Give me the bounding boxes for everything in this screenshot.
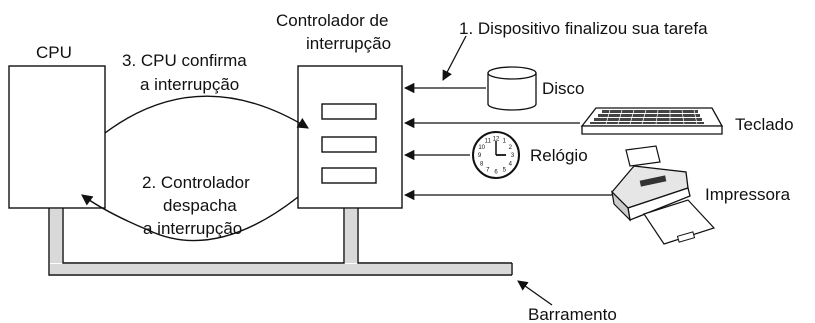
clock-numeral: 6 [494,170,498,176]
step3-label-line1: 3. CPU confirma [122,51,247,70]
clock-label: Relógio [530,146,588,165]
cpu-box [8,65,106,209]
dispatch-arrow [81,194,299,242]
controller-slot-1 [321,103,377,120]
printer-label: Impressora [705,185,791,204]
keyboard-label: Teclado [735,115,794,134]
step1-label: 1. Dispositivo finalizou sua tarefa [459,19,708,38]
clock-numeral: 12 [493,137,500,143]
interrupt-controller [297,65,403,209]
step2-label-line3: a interrupção [143,219,242,238]
step1-pointer [442,35,467,81]
clock-numeral: 7 [486,167,490,173]
bus-pointer [517,280,553,306]
printer-icon [611,145,716,245]
step2-label-line1: 2. Controlador [142,173,250,192]
ack-arrow [104,95,309,134]
clock-numeral: 4 [509,161,513,167]
controller-label-line2: interrupção [306,34,391,53]
disk-icon [487,66,537,111]
clock-numeral: 8 [480,161,484,167]
controller-slot-2 [321,136,377,153]
controller-label-line1: Controlador de [276,11,388,30]
bus-label: Barramento [528,305,617,323]
clock-numeral: 10 [478,145,485,151]
clock-numeral: 2 [509,145,513,151]
bus [48,208,513,276]
clock-numeral: 3 [511,153,515,159]
cpu-label: CPU [36,43,72,62]
keyboard-icon [580,107,724,135]
clock-numeral: 5 [503,167,507,173]
disk-label: Disco [542,79,585,98]
step2-label-line2: despacha [163,196,237,215]
clock-numeral: 1 [503,139,507,145]
clock-numeral: 11 [485,139,492,145]
clock-numeral: 9 [478,153,482,159]
controller-slot-3 [321,167,377,184]
step3-label-line2: a interrupção [140,75,239,94]
